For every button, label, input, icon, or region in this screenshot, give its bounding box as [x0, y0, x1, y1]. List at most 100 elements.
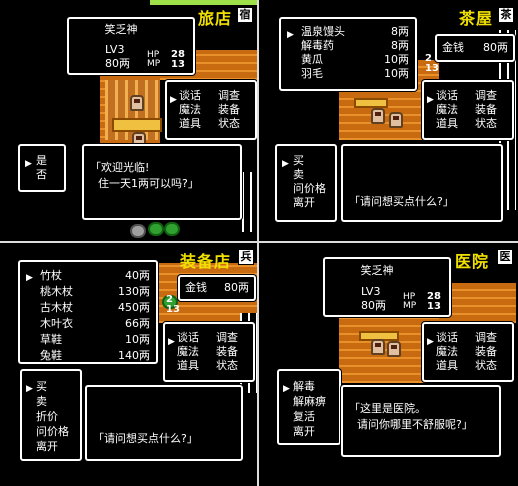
char-money: 80两 [361, 299, 386, 312]
money-value: 80两 [224, 281, 249, 294]
cmd-talk[interactable]: 谈话 [179, 89, 201, 102]
tea-npc [371, 108, 385, 124]
cmd-investigate[interactable]: 调查 [475, 89, 497, 102]
dialog-line-1: 「请问想买点什么?」 [93, 432, 198, 445]
cmd-item[interactable]: 道具 [436, 117, 458, 130]
menu-trade-in[interactable]: 折价 [36, 410, 58, 423]
menu-sell[interactable]: 卖 [293, 168, 304, 181]
equip-sign-icon: 兵 [238, 249, 254, 265]
clinic-title: 医院 [455, 252, 490, 271]
panel-divider-horizontal [0, 241, 518, 243]
clinic-side-wall [439, 283, 516, 323]
cmd-status[interactable]: 状态 [475, 359, 497, 372]
cmd-magic[interactable]: 魔法 [179, 103, 201, 116]
inn-sign-icon: 宿 [237, 7, 253, 23]
tea-shop-menu: ▶ 买 卖 问价格 离开 [275, 144, 337, 222]
menu-ask-price[interactable]: 问价格 [36, 425, 69, 438]
inn-top-strip [150, 0, 257, 5]
inn-command-window: ▶ 谈话 调查 魔法 装备 道具 状态 [165, 80, 257, 140]
menu-leave[interactable]: 离开 [36, 440, 58, 453]
cmd-magic[interactable]: 魔法 [177, 345, 199, 358]
inn-fence [242, 172, 257, 232]
cmd-status[interactable]: 状态 [475, 117, 497, 130]
cmd-investigate[interactable]: 调查 [216, 331, 238, 344]
clinic-status-window: 笑乏神 LV3 80两 HP MP 28 13 [323, 257, 451, 317]
cmd-investigate[interactable]: 调查 [475, 331, 497, 344]
cursor-icon: ▶ [427, 337, 434, 347]
tea-counter [354, 98, 388, 108]
equip-command-window: ▶ 谈话 调查 魔法 装备 道具 状态 [163, 322, 255, 382]
menu-revive[interactable]: 复活 [293, 410, 315, 423]
cmd-equip[interactable]: 装备 [475, 345, 497, 358]
menu-leave[interactable]: 离开 [293, 196, 315, 209]
cmd-item[interactable]: 道具 [436, 359, 458, 372]
tea-command-window: ▶ 谈话 调查 魔法 装备 道具 状态 [422, 80, 514, 140]
cmd-equip[interactable]: 装备 [218, 103, 240, 116]
money-label: 金钱 [442, 41, 464, 54]
menu-buy[interactable]: 买 [36, 380, 47, 393]
mp-value: 13 [427, 301, 441, 312]
mp-value: 13 [171, 59, 185, 70]
char-name: 笑乏神 [104, 23, 138, 36]
doctor-npc [371, 339, 385, 355]
cmd-magic[interactable]: 魔法 [436, 345, 458, 358]
choice-yes[interactable]: 是 [36, 154, 47, 167]
money-label: 金钱 [185, 281, 207, 294]
cmd-talk[interactable]: 谈话 [177, 331, 199, 344]
cmd-magic[interactable]: 魔法 [436, 103, 458, 116]
tea-title: 茶屋 [459, 9, 494, 28]
innkeeper-npc [130, 95, 144, 111]
cmd-investigate[interactable]: 调查 [218, 89, 240, 102]
menu-cure-poison[interactable]: 解毒 [293, 380, 315, 393]
cmd-item[interactable]: 道具 [179, 117, 201, 130]
tea-money-window: 金钱 80两 [435, 34, 515, 62]
menu-cure-paralysis[interactable]: 解麻痹 [293, 395, 326, 408]
char-level: LV3 [361, 285, 381, 298]
clinic-dialog-window: 「这里是医院。 请问你哪里不舒服呢?」 [341, 385, 501, 457]
choice-no[interactable]: 否 [36, 168, 47, 181]
cursor-icon: ▶ [25, 159, 32, 169]
cursor-icon: ▶ [427, 95, 434, 105]
clinic-command-window: ▶ 谈话 调查 魔法 装备 道具 状态 [422, 322, 514, 382]
cmd-equip[interactable]: 装备 [216, 345, 238, 358]
panel-divider-vertical [257, 0, 259, 486]
menu-ask-price[interactable]: 问价格 [293, 182, 326, 195]
money-value: 80两 [483, 41, 508, 54]
cmd-talk[interactable]: 谈话 [436, 89, 458, 102]
char-level: LV3 [105, 43, 125, 56]
dialog-line-1: 「这里是医院。 [349, 402, 426, 415]
cmd-status[interactable]: 状态 [216, 359, 238, 372]
tea-npc [389, 112, 403, 128]
inn-dialog-window: 「欢迎光临! 住一天1两可以吗?」 [82, 144, 242, 220]
mp-label: MP [147, 59, 161, 69]
cmd-status[interactable]: 状态 [218, 117, 240, 130]
clinic-panel: 医院 医 笑乏神 LV3 80两 HP MP 28 13 ▶ 谈话 调查 魔法 … [259, 243, 516, 484]
cursor-icon: ▶ [168, 337, 175, 347]
tea-dialog-window: 「请问想买点什么?」 [341, 144, 503, 222]
menu-sell[interactable]: 卖 [36, 395, 47, 408]
cmd-equip[interactable]: 装备 [475, 103, 497, 116]
cmd-item[interactable]: 道具 [177, 359, 199, 372]
cursor-icon: ▶ [283, 384, 290, 394]
cmd-talk[interactable]: 谈话 [436, 331, 458, 344]
mp-value: 13 [166, 304, 180, 315]
menu-buy[interactable]: 买 [293, 154, 304, 167]
rock-icon [130, 224, 146, 238]
dialog-line-2: 请问你哪里不舒服呢?」 [357, 418, 473, 431]
bush-icon [162, 295, 178, 309]
menu-leave[interactable]: 离开 [293, 425, 315, 438]
